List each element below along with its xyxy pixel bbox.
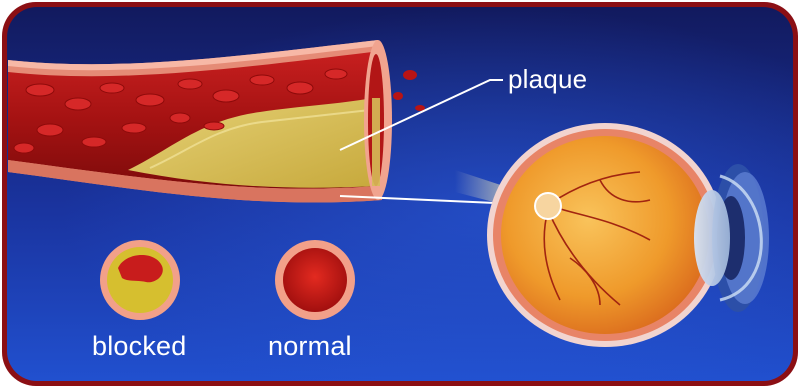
normal-vessel-cross-section [275,240,355,320]
artery-illustration [8,40,425,203]
blocked-vessel-cross-section [100,240,180,320]
normal-label: normal [268,331,352,362]
blocked-label: blocked [92,331,186,362]
plaque-label: plaque [508,64,587,95]
